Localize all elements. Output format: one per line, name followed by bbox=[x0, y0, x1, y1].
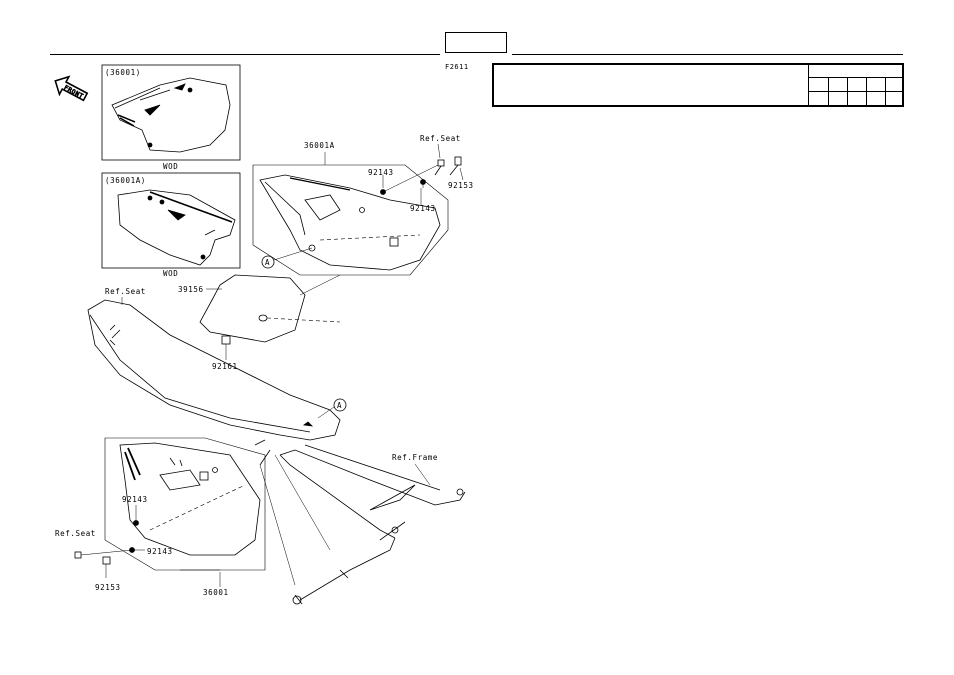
label-92143-lower-b: 92143 bbox=[147, 547, 173, 556]
inset-top-side-cover bbox=[111, 77, 231, 153]
callout-a-upper bbox=[261, 255, 275, 269]
inset-bottom-side-cover bbox=[117, 189, 236, 266]
callout-a-upper-label: A bbox=[265, 258, 270, 267]
side-cover-36001 bbox=[119, 442, 261, 556]
header-rule-right bbox=[512, 54, 903, 55]
table-cell-divider bbox=[885, 77, 886, 105]
leader-lines-upper bbox=[382, 164, 464, 205]
callout-a-lower-label: A bbox=[337, 401, 342, 410]
bolt-ref-seat-upper-icon bbox=[434, 159, 445, 176]
label-92143-upper-b: 92143 bbox=[410, 204, 436, 213]
figure-code: F2611 bbox=[445, 63, 469, 71]
table-cell-divider bbox=[828, 77, 829, 105]
table-row-line bbox=[808, 77, 902, 78]
label-92143-upper-a: 92143 bbox=[368, 168, 394, 177]
inset-bottom-caption: WOD bbox=[163, 269, 178, 278]
inset-bottom-ref: (36001A) bbox=[105, 176, 146, 185]
side-cover-36001A bbox=[259, 174, 441, 271]
header-rule-left bbox=[50, 54, 440, 55]
seat-ref bbox=[87, 299, 341, 441]
label-92153-lower: 92153 bbox=[95, 583, 121, 592]
label-ref-seat-upper: Ref.Seat bbox=[420, 134, 461, 143]
table-cell-divider bbox=[847, 77, 848, 105]
front-arrow-icon: FRONT bbox=[54, 75, 89, 102]
frame-ref bbox=[254, 439, 466, 605]
frame-leader-lines bbox=[259, 454, 331, 586]
table-cell-divider bbox=[866, 77, 867, 105]
label-36001: 36001 bbox=[203, 588, 229, 597]
table-divider-main bbox=[808, 65, 809, 105]
bolt-92153-lower-icon bbox=[102, 556, 111, 565]
label-ref-seat-main: Ref.Seat bbox=[105, 287, 146, 296]
bolt-92153-upper-icon bbox=[449, 156, 462, 176]
page-title-box bbox=[445, 32, 507, 53]
bolt-ref-seat-lower-icon bbox=[74, 551, 82, 559]
label-36001A: 36001A bbox=[304, 141, 335, 150]
pad-39156 bbox=[199, 274, 341, 343]
label-92153-upper: 92153 bbox=[448, 181, 474, 190]
group-bracket-lower bbox=[104, 437, 266, 571]
label-39156: 39156 bbox=[178, 285, 204, 294]
label-ref-frame: Ref.Frame bbox=[392, 453, 438, 462]
exploded-parts-diagram: FRONT (36001) WOD (36001A) WOD bbox=[54, 64, 474, 605]
table-row-line bbox=[808, 91, 902, 92]
label-92143-lower-a: 92143 bbox=[122, 495, 148, 504]
label-ref-seat-lower: Ref.Seat bbox=[55, 529, 96, 538]
inset-top-frame bbox=[101, 64, 241, 161]
group-bracket-upper bbox=[252, 164, 449, 276]
inset-bottom-frame bbox=[101, 172, 241, 269]
parts-table bbox=[492, 63, 904, 107]
label-92161: 92161 bbox=[212, 362, 238, 371]
inset-top-ref: (36001) bbox=[105, 68, 141, 77]
grommet-92161-icon bbox=[221, 335, 231, 345]
leader-lines-lower bbox=[80, 505, 220, 578]
inset-top-caption: WOD bbox=[163, 162, 178, 171]
callout-a-lower bbox=[333, 398, 347, 412]
